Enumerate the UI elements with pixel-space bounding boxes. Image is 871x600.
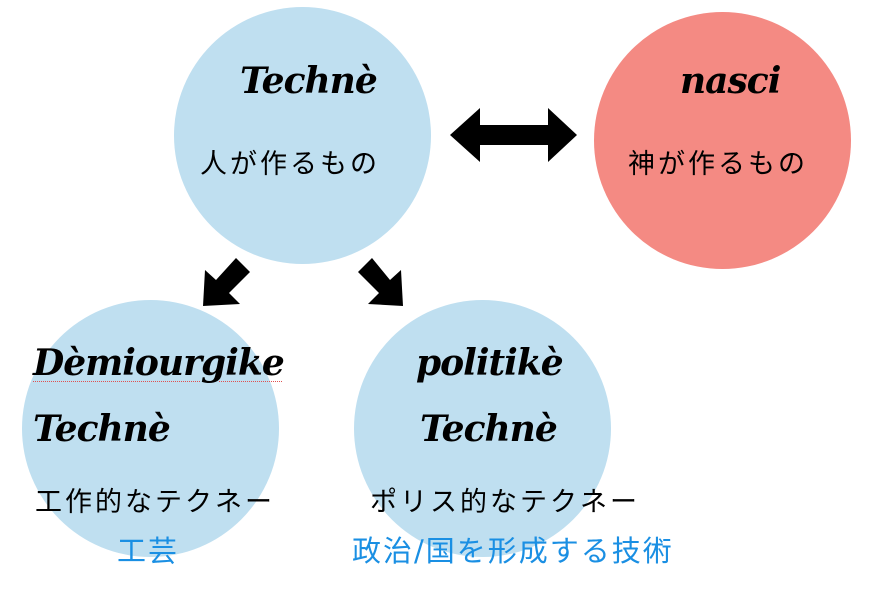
demiourgike-subtitle: 工作的なテクネー <box>35 487 275 518</box>
politike-title-line1: politikè <box>416 342 564 384</box>
arrow-down-right-icon <box>358 258 403 306</box>
demiourgike-circle <box>22 300 279 557</box>
double-arrow-icon <box>450 108 577 162</box>
nasci-subtitle: 神が作るもの <box>628 149 808 180</box>
politike-note: 政治/国を形成する技術 <box>352 534 674 568</box>
techne-subtitle: 人が作るもの <box>200 149 380 180</box>
politike-circle <box>354 300 611 557</box>
arrow-down-left-icon <box>203 258 250 306</box>
demiourgike-title-line1: Dèmiourgike <box>33 342 285 384</box>
demiourgike-title-line2: Technè <box>33 408 171 450</box>
nasci-circle <box>594 12 851 269</box>
techne-circle <box>174 7 431 264</box>
nasci-title: nasci <box>680 60 781 102</box>
politike-subtitle: ポリス的なテクネー <box>370 487 640 518</box>
demiourgike-note: 工芸 <box>117 534 180 568</box>
techne-title: Technè <box>240 60 378 102</box>
politike-title-line2: Technè <box>420 408 558 450</box>
